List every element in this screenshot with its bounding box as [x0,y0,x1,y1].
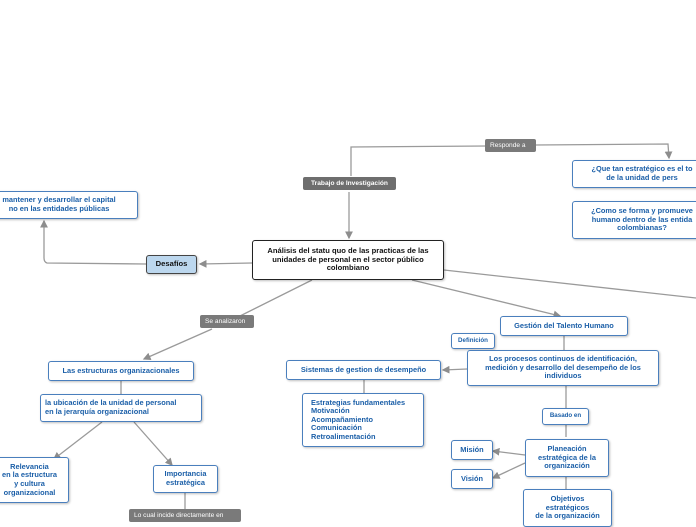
gestion-node[interactable]: Gestión del Talento Humano [500,316,628,336]
edge-trabajo-responde [350,145,488,176]
edge-central-desafios [198,259,253,268]
edge-central-gestion [411,279,562,319]
mantener-capital[interactable]: mantener y desarrollar el capital no en … [0,191,138,219]
estructuras-node[interactable]: Las estructuras organizacionales [48,361,194,381]
edge-ubicacion-importancia [133,421,173,466]
procesos-node[interactable]: Los procesos continuos de identificación… [467,350,659,386]
responde-label[interactable]: Responde a [485,139,536,152]
vision-node[interactable]: Visión [451,469,493,489]
edge-responde-pregunta [534,143,673,160]
edge-central-analizaron [239,279,313,317]
edge-desafios-mantener [40,219,147,265]
mision-node[interactable]: Misión [451,440,493,460]
sistemas-node[interactable]: Sistemas de gestion de desempeño [286,360,441,380]
edge-central-right [443,269,696,299]
basado-node[interactable]: Basado en [542,408,589,425]
importancia-node[interactable]: Importancia estratégica [153,465,218,493]
edge-analizaron-estructuras [142,328,213,360]
edge-planeacion-vision [491,462,526,479]
planeacion-node[interactable]: Planeación estratégica de la organizació… [525,439,609,477]
estrategias-node[interactable]: Estrategias fundamentales Motivación Aco… [302,393,424,447]
edge-planeacion-mision [491,447,526,456]
central-topic[interactable]: Análisis del statu quo de las practicas … [252,240,444,280]
trabajo-label[interactable]: Trabajo de Investigación [303,177,396,190]
se-analizaron-label[interactable]: Se analizaron [200,315,254,328]
objetivos-node[interactable]: Objetivos estratégicos de la organizació… [523,489,612,527]
edge-ubicacion-relevancia [52,421,103,460]
desafios-node[interactable]: Desafíos [146,255,197,274]
relevancia-node[interactable]: Relevancia en la estructura y cultura or… [0,457,69,503]
pregunta-estrategico[interactable]: ¿Que tan estratégico es el to de la unid… [572,160,696,188]
edge-procesos-sistemas [441,365,468,374]
definicion-node[interactable]: Definición [451,333,495,349]
incide-label[interactable]: Lo cual incide directamente en [129,509,241,522]
ubicacion-node[interactable]: la ubicación de la unidad de personal en… [40,394,202,422]
pregunta-forma[interactable]: ¿Como se forma y promueve humano dentro … [572,201,696,239]
